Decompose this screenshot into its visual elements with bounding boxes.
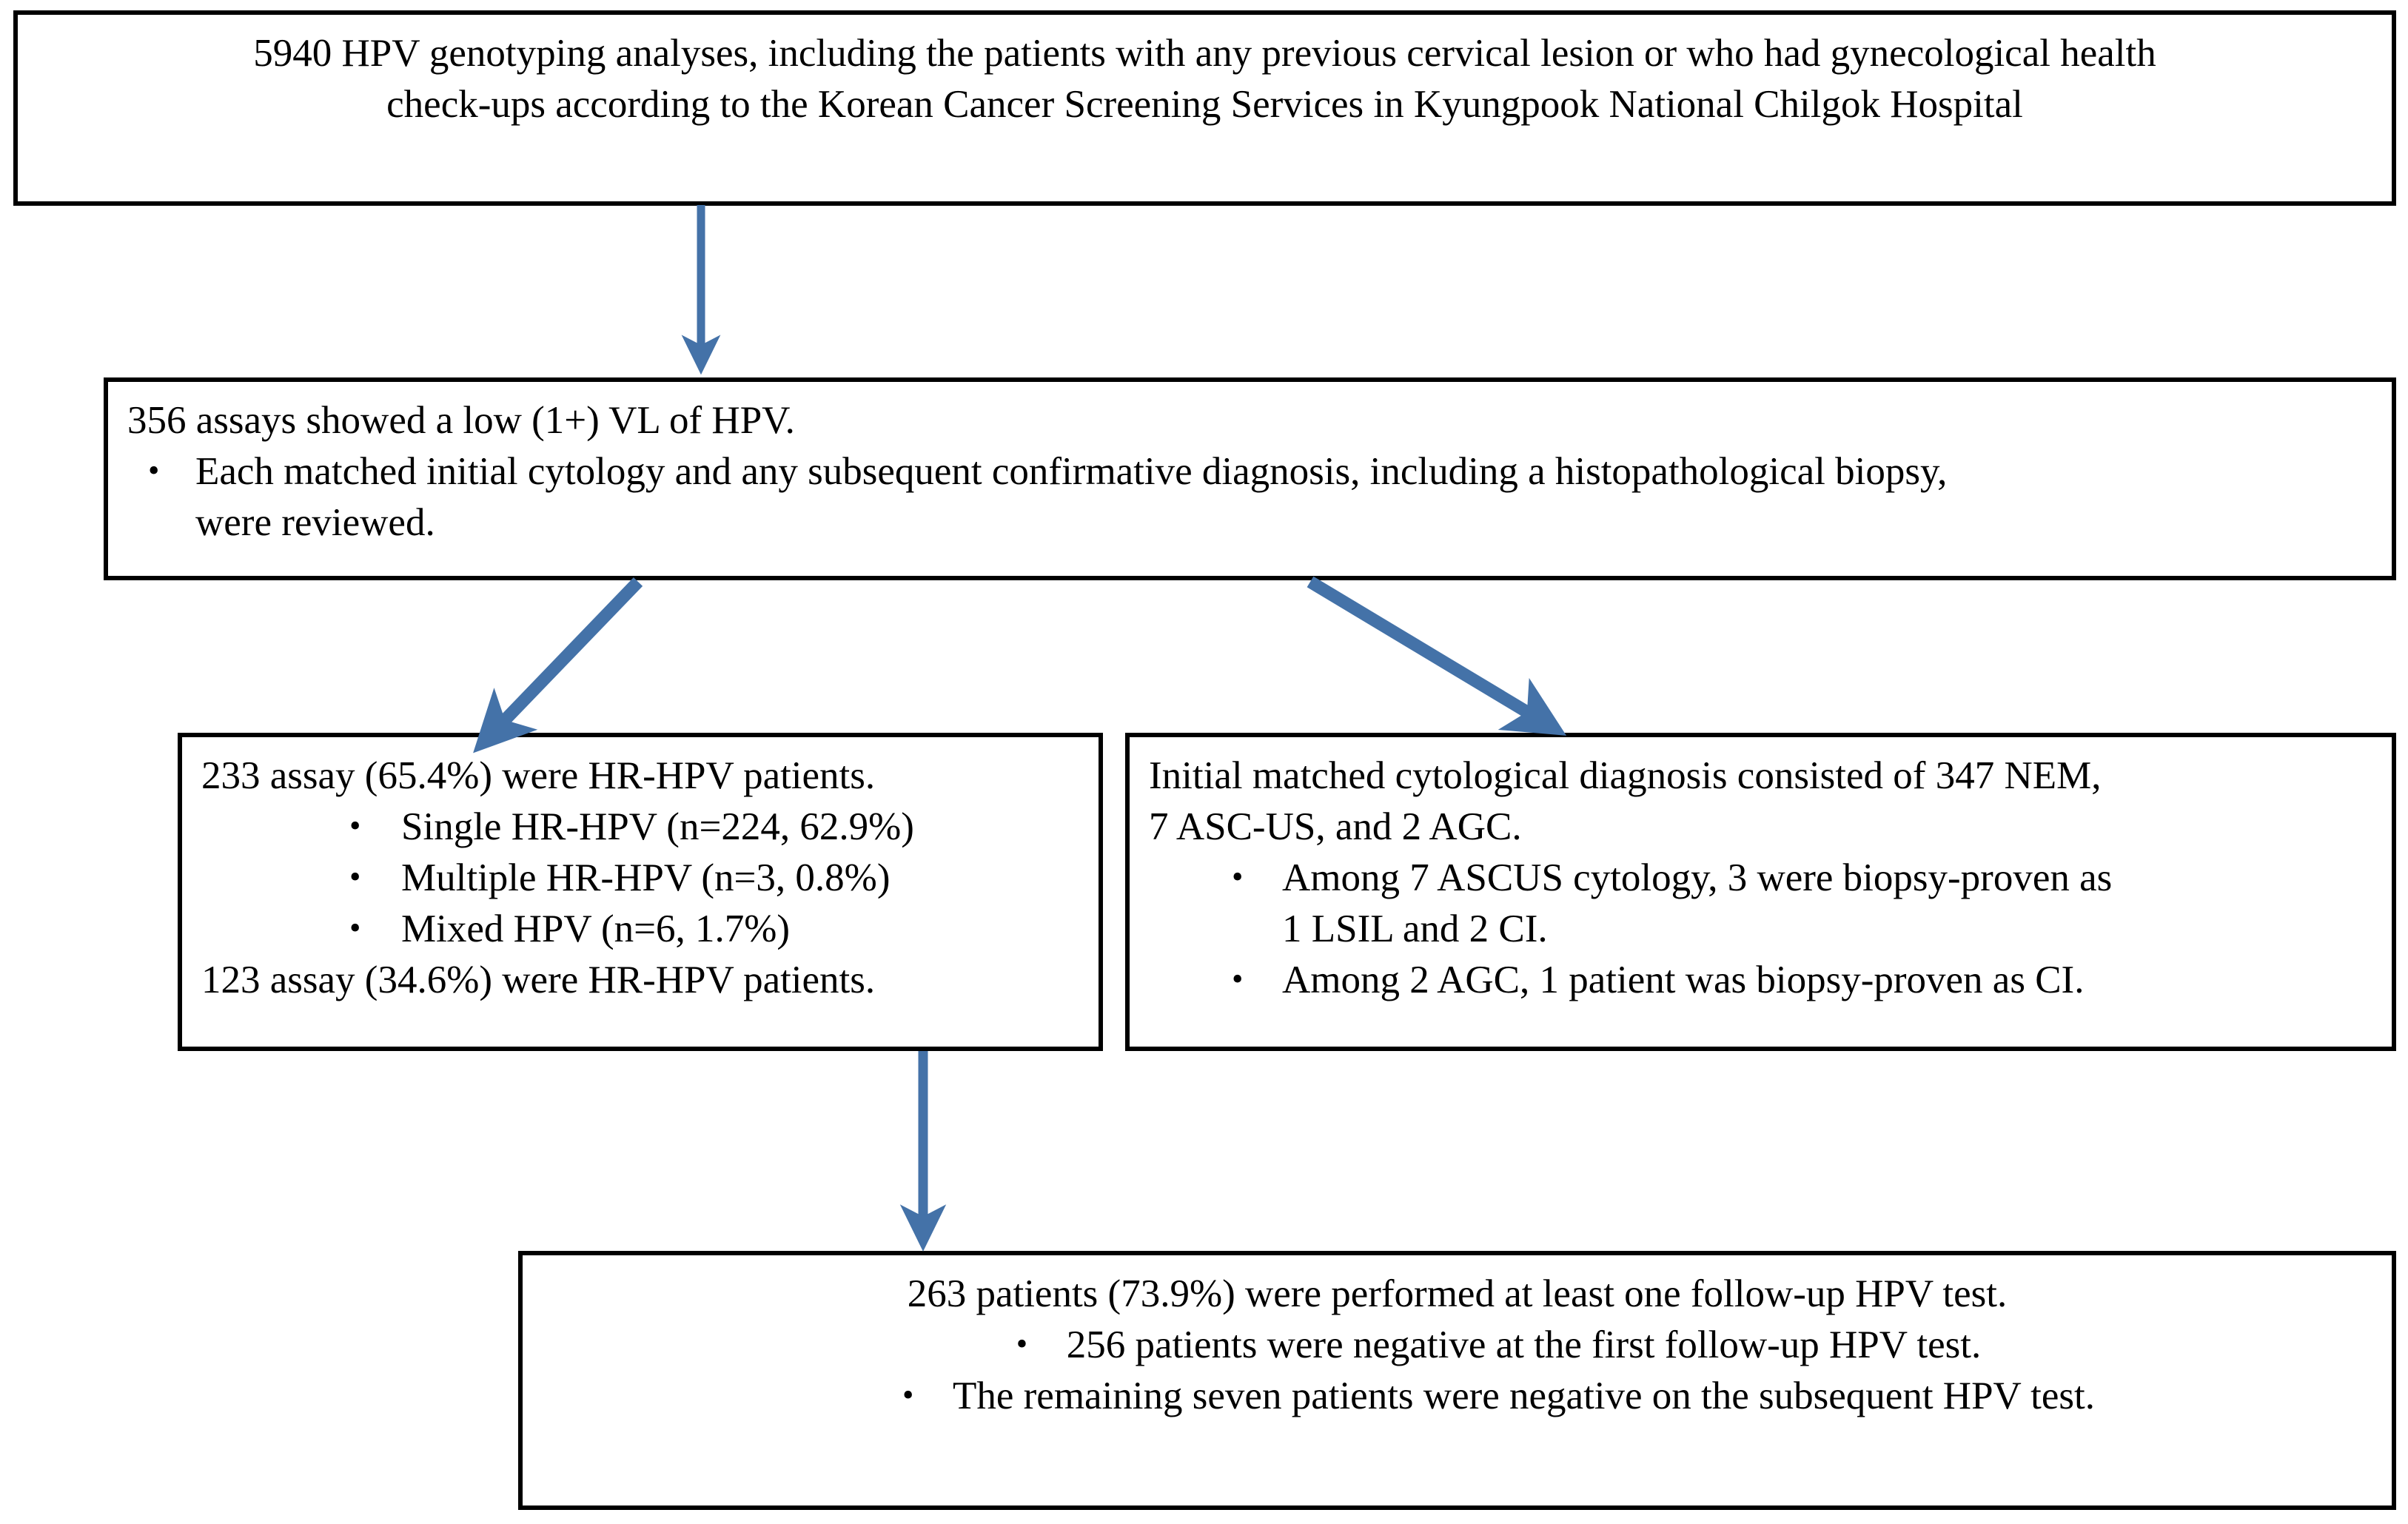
box-top-line-1: 5940 HPV genotyping analyses, including … [253,32,2156,75]
box-right-heading-line-2: 7 ASC-US, and 2 AGC. [1149,805,1522,848]
flow-box-top-population: 5940 HPV genotyping analyses, including … [13,10,2396,206]
box-second-bullet-1-continuation: were reviewed. [195,500,435,544]
box-right-bullet-1-continuation: 1 LSIL and 2 CI. [1282,907,1548,950]
box-right-bullet-list: Among 7 ASCUS cytology, 3 were biopsy-pr… [1149,853,2372,1006]
box-second-bullet-1: Each matched initial cytology and any su… [127,446,2372,548]
box-left-bullet-1: Single HR-HPV (n=224, 62.9%) [201,802,1079,853]
flow-box-followup-results: 263 patients (73.9%) were performed at l… [518,1251,2396,1510]
box-left-bullet-3: Mixed HPV (n=6, 1.7%) [201,904,1079,955]
box-left-bullet-1-text: Single HR-HPV (n=224, 62.9%) [401,805,914,848]
box-right-bullet-2-text: Among 2 AGC, 1 patient was biopsy-proven… [1282,958,2085,1001]
box-second-bullet-list: Each matched initial cytology and any su… [127,446,2372,548]
box-bottom-bullet-2: The remaining seven patients were negati… [819,1371,2095,1422]
box-bottom-bullet-2-text: The remaining seven patients were negati… [953,1374,2095,1417]
flow-box-cytology-diagnosis: Initial matched cytological diagnosis co… [1125,733,2396,1051]
arrow-second-to-left-box [473,577,643,753]
box-bottom-bullet-1: 256 patients were negative at the first … [933,1320,1981,1371]
arrow-second-to-right-box [1307,576,1567,736]
flow-box-hr-hpv-breakdown: 233 assay (65.4%) were HR-HPV patients. … [178,733,1103,1051]
box-bottom-bullet-1-text: 256 patients were negative at the first … [1066,1323,1982,1366]
box-left-footer: 123 assay (34.6%) were HR-HPV patients. [201,958,876,1001]
box-left-heading: 233 assay (65.4%) were HR-HPV patients. [201,754,876,797]
box-bottom-heading: 263 patients (73.9%) were performed at l… [907,1272,2008,1315]
box-left-bullet-2: Multiple HR-HPV (n=3, 0.8%) [201,853,1079,904]
box-right-bullet-1-text: Among 7 ASCUS cytology, 3 were biopsy-pr… [1282,856,2113,899]
box-bottom-bullet-list: 256 patients were negative at the first … [542,1320,2372,1422]
box-second-bullet-1-text: Each matched initial cytology and any su… [195,449,1948,493]
box-right-bullet-2: Among 2 AGC, 1 patient was biopsy-proven… [1149,955,2372,1006]
box-left-bullet-2-text: Multiple HR-HPV (n=3, 0.8%) [401,856,891,899]
box-right-heading-line-1: Initial matched cytological diagnosis co… [1149,754,2102,797]
box-left-bullet-3-text: Mixed HPV (n=6, 1.7%) [401,907,791,950]
box-top-line-2: check-ups according to the Korean Cancer… [386,82,2023,126]
flow-box-low-viral-load: 356 assays showed a low (1+) VL of HPV. … [104,377,2396,580]
box-left-bullet-list: Single HR-HPV (n=224, 62.9%) Multiple HR… [201,802,1079,955]
box-second-heading: 356 assays showed a low (1+) VL of HPV. [127,399,795,442]
box-right-bullet-1: Among 7 ASCUS cytology, 3 were biopsy-pr… [1149,853,2372,955]
